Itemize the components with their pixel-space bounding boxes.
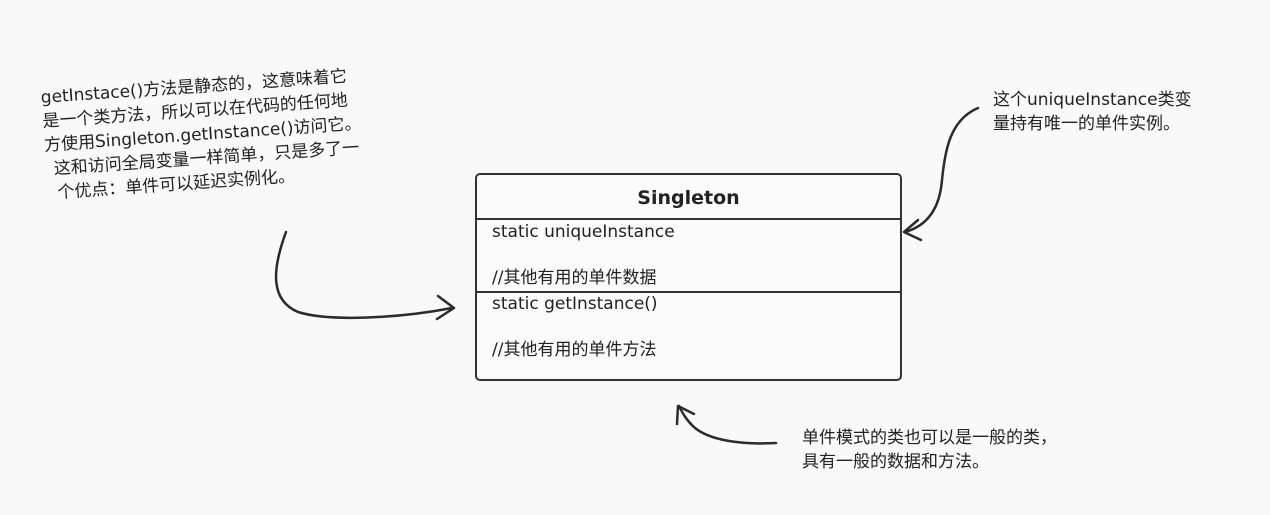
uml-attribute: static uniqueInstance [492,222,675,242]
note-line: 量持有唯一的单件实例。 [993,114,1180,134]
uml-class-name: Singleton [637,187,740,209]
arrow-right-to-attribute [902,106,980,242]
uml-method: static getInstance() [492,294,658,314]
uml-method: //其他有用的单件方法 [492,340,657,360]
uml-class-singleton: Singleton static uniqueInstance //其他有用的单… [475,173,902,381]
uml-divider [477,218,900,220]
note-general-class: 单件模式的类也可以是一般的类， 具有一般的数据和方法。 [802,426,1057,474]
note-unique-instance: 这个uniqueInstance类变 量持有唯一的单件实例。 [993,88,1192,136]
arrow-bottom-to-class [675,404,778,445]
note-getinstance-explanation: getInstace()方法是静态的，这意味着它 是一个类方法，所以可以在代码的… [40,64,366,206]
note-line: 这个uniqueInstance类变 [993,90,1192,110]
arrow-left-to-methods [274,230,456,321]
note-line: 单件模式的类也可以是一般的类， [802,428,1057,448]
uml-divider [477,291,900,293]
uml-methods: static getInstance() //其他有用的单件方法 [492,292,658,362]
note-line: 具有一般的数据和方法。 [802,452,989,472]
uml-attributes: static uniqueInstance //其他有用的单件数据 [492,220,675,290]
uml-attribute: //其他有用的单件数据 [492,268,657,288]
